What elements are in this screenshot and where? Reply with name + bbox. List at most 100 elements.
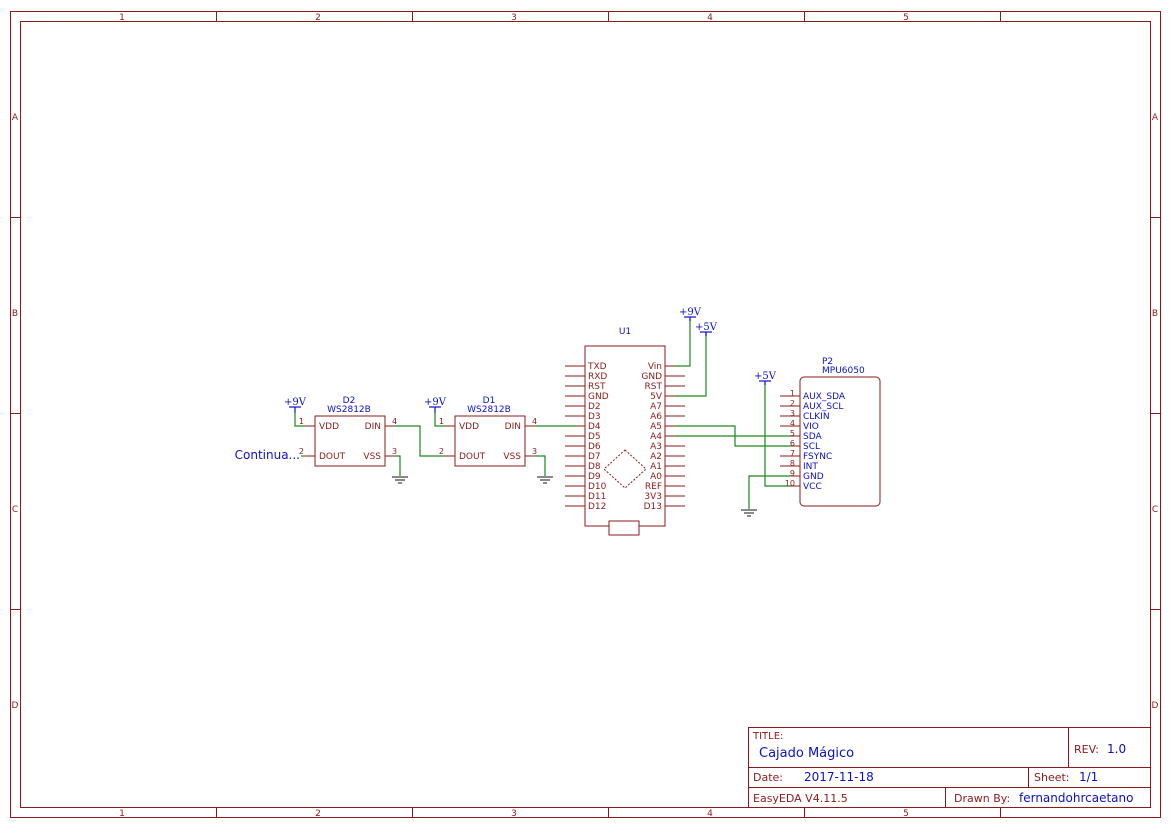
arduino-u1[interactable]: U1 TXD RXD RST GND D2 D3 D4 D5 D6 D7 D8 … [565, 327, 685, 536]
mpu6050-p2[interactable]: P2 MPU6050 AUX_SDA AUX_SCL CLKIN VIO SDA… [780, 357, 881, 507]
col-label-bottom: 2 [315, 809, 321, 819]
d2-pin2-num: 2 [299, 447, 304, 456]
power-flag-5v-u1: +5V [695, 322, 718, 336]
u1-left-pin: D8 [588, 462, 601, 472]
drawn-by-label: Drawn By: [954, 792, 1010, 805]
u1-right-pin: A6 [650, 412, 662, 422]
u1-right-pin: REF [645, 482, 662, 492]
p2-pin-num: 1 [790, 389, 795, 398]
u1-left-pin: GND [588, 392, 609, 402]
p2-pin-name: CLKIN [803, 412, 830, 422]
led-d1[interactable]: D1 WS2812B 1 2 4 3 VDD DOUT DIN VSS [439, 396, 537, 467]
row-label-left: D [12, 701, 19, 711]
u1-left-pin: D5 [588, 432, 601, 442]
d2-pin4-num: 4 [392, 417, 397, 426]
col-label-bottom: 1 [119, 809, 125, 819]
u1-left-pin: D9 [588, 472, 601, 482]
ground-icon [741, 509, 757, 517]
u1-left-pin: D3 [588, 412, 601, 422]
power-flag-9v-d1: +9V [424, 397, 447, 413]
drawn-by-value: fernandohrcaetano [1019, 791, 1133, 805]
row-label-left: C [12, 505, 18, 515]
p2-pin-name: FSYNC [803, 452, 832, 462]
col-label-bottom: 3 [511, 809, 517, 819]
u1-right-pin: A4 [650, 432, 662, 442]
u1-right-pin: 5V [650, 392, 663, 402]
power-label: +9V [284, 397, 307, 408]
u1-right-pin: Vin [648, 362, 662, 372]
u1-left-pin: D7 [588, 452, 601, 462]
p2-value: MPU6050 [822, 366, 865, 376]
d2-value: WS2812B [327, 405, 371, 415]
rev-label: REV: [1074, 743, 1099, 756]
d1-pin2-num: 2 [439, 447, 444, 456]
u1-right-pin: A3 [650, 442, 662, 452]
d2-pin1-num: 1 [299, 417, 304, 426]
row-label-right: B [1152, 309, 1158, 319]
p2-pin-num: 10 [785, 479, 795, 488]
power-label: +5V [754, 371, 777, 382]
p2-pin-num: 5 [790, 429, 795, 438]
ruler-labels: 1 2 3 4 5 1 2 3 4 5 A B C D A B C D [12, 13, 1159, 819]
d2-pin3-num: 3 [392, 447, 397, 456]
row-label-left: A [12, 113, 19, 123]
continua-net-label[interactable]: Continua... [235, 448, 300, 462]
d1-pin1-num: 1 [439, 417, 444, 426]
d2-vdd-label: VDD [319, 422, 339, 432]
power-label: +5V [695, 322, 718, 333]
d2-din-label: DIN [365, 422, 381, 432]
p2-pin-num: 6 [790, 439, 795, 448]
col-label-bottom: 4 [707, 809, 713, 819]
u1-right-pin: A7 [650, 402, 662, 412]
u1-right-pin: A0 [650, 472, 662, 482]
col-label-top: 1 [119, 13, 125, 23]
sheet-value: 1/1 [1079, 770, 1098, 784]
u1-left-pin: D12 [588, 502, 606, 512]
p2-pin-name: VIO [803, 422, 819, 432]
power-label: +9V [424, 397, 447, 408]
wires [294, 319, 790, 509]
sheet-label: Sheet: [1034, 771, 1070, 784]
row-label-right: D [1152, 701, 1159, 711]
p2-pin-name: GND [803, 472, 824, 482]
u1-left-pin: TXD [587, 362, 607, 372]
d2-ref: D2 [343, 396, 356, 406]
sheet-frame [10, 11, 1161, 818]
p2-pin-num: 4 [790, 419, 795, 428]
d1-pin3-num: 3 [532, 447, 537, 456]
u1-right-pin: A2 [650, 452, 662, 462]
u1-right-pin: D13 [644, 502, 662, 512]
col-label-top: 3 [511, 13, 517, 23]
title-label: TITLE: [752, 731, 783, 742]
d1-pin4-num: 4 [532, 417, 537, 426]
u1-right-pin: GND [641, 372, 662, 382]
power-label: +9V [679, 307, 702, 318]
u1-left-pin: D10 [588, 482, 607, 492]
led-d2[interactable]: D2 WS2812B 1 2 4 3 VDD DOUT DIN VSS [299, 396, 397, 467]
d1-value: WS2812B [467, 405, 511, 415]
power-flag-5v-mpu: +5V [754, 371, 777, 385]
u1-left-pin: RXD [588, 372, 607, 382]
ground-icon [537, 476, 553, 484]
col-label-top: 2 [315, 13, 321, 23]
ground-icon [392, 476, 408, 484]
row-label-right: A [1152, 113, 1159, 123]
u1-left-pin: D2 [588, 402, 601, 412]
p2-pin-num: 2 [790, 399, 795, 408]
u1-left-pin: RST [588, 382, 606, 392]
u1-right-pin: A5 [650, 422, 662, 432]
chip-outline [603, 449, 647, 489]
d1-vdd-label: VDD [459, 422, 479, 432]
title-block: TITLE: Cajado Mágico REV: 1.0 Date: 2017… [748, 727, 1151, 808]
d2-dout-label: DOUT [319, 452, 346, 462]
row-label-right: C [1152, 505, 1158, 515]
col-label-top: 5 [903, 13, 909, 23]
p2-pin-name: AUX_SDA [803, 392, 846, 402]
p2-pin-name: AUX_SCL [803, 402, 843, 412]
p2-pin-name: INT [803, 462, 818, 472]
date-label: Date: [753, 771, 783, 784]
d1-dout-label: DOUT [459, 452, 486, 462]
tool-version: EasyEDA V4.11.5 [753, 792, 848, 805]
d1-din-label: DIN [505, 422, 521, 432]
col-label-top: 4 [707, 13, 713, 23]
